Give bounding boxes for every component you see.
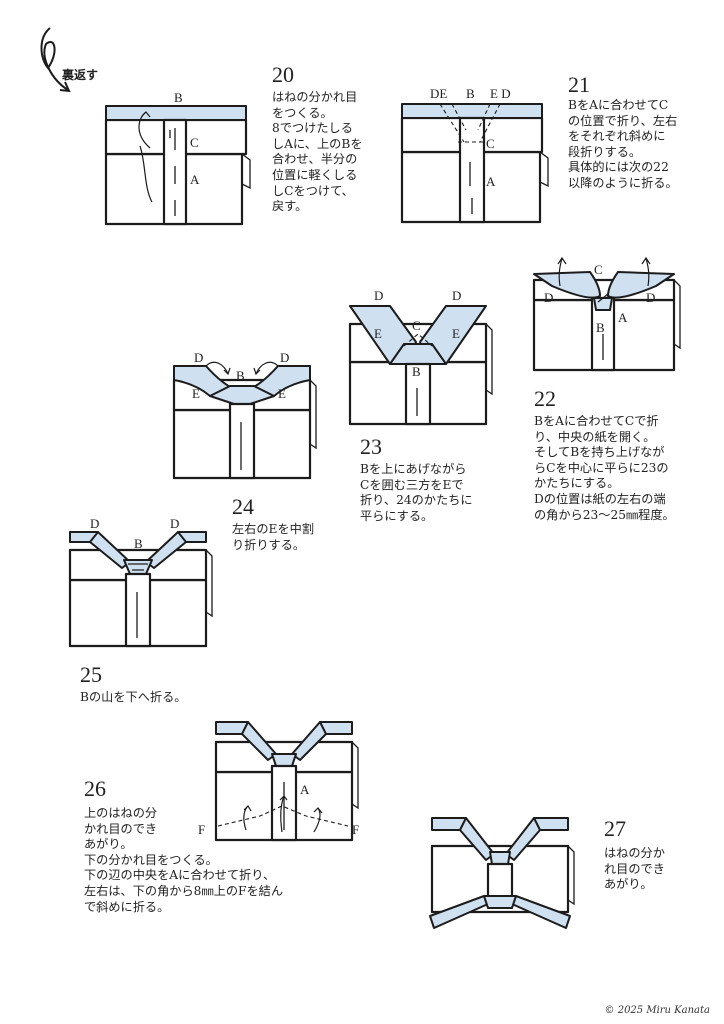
step-24-label-e-right: E: [278, 386, 286, 401]
step-21-figure: DE B E D C A: [400, 86, 549, 224]
step-26-label-f-right: F: [352, 822, 359, 837]
step-26-figure: A F F: [198, 721, 359, 842]
step-23-number: 23: [360, 434, 382, 459]
step-26-number: 26: [84, 776, 106, 801]
step-20-text: はねの分かれ目 をつくる。 8でつけたしる しAに、上のBを 合わせ、半分の 位…: [272, 90, 363, 214]
step-20-figure: B C A: [104, 90, 251, 226]
step-24-text: 左右のEを中割 り折りする。: [232, 522, 315, 552]
step-21-label-de: DE: [430, 86, 447, 101]
step-23-label-b: B: [412, 364, 421, 379]
step-23-label-e-left: E: [374, 326, 382, 341]
step-25-number: 25: [80, 662, 102, 687]
step-26-label-f-left: F: [198, 822, 205, 837]
step-22-label-d-right: D: [646, 290, 655, 305]
step-22-number: 22: [534, 386, 556, 411]
step-24-figure: D D B E E: [172, 350, 317, 480]
step-21-label-a: A: [486, 174, 496, 189]
step-27-text: はねの分か れ目のでき あがり。: [604, 846, 665, 892]
step-25-label-d-left: D: [90, 516, 99, 531]
copyright-notice: © 2025 Miru Kanata: [604, 1005, 710, 1016]
step-22-text: BをAに合わせてCで折 り、中央の紙を開く。 そしてBを持ち上げなが らCを中心…: [534, 414, 675, 522]
step-20-label-c: C: [190, 135, 199, 150]
step-23-label-e-right: E: [452, 326, 460, 341]
step-24-label-e-left: E: [192, 386, 200, 401]
step-23-label-d-right: D: [452, 288, 461, 303]
step-25-text: Bの山を下へ折る。: [80, 690, 187, 704]
step-21-label-b: B: [466, 86, 475, 101]
step-21-label-ed: E D: [490, 86, 511, 101]
flip-over-arrow-icon: [40, 27, 71, 93]
step-24-label-d-left: D: [194, 350, 203, 365]
step-24-label-d-right: D: [280, 350, 289, 365]
step-22-label-d-left: D: [544, 290, 553, 305]
step-26-text: 上のはねの分 かれ目のでき あがり。 下の分かれ目をつくる。 下の辺の中央をAに…: [84, 806, 284, 914]
step-20-number: 20: [272, 62, 294, 87]
step-24-label-b: B: [236, 368, 245, 383]
step-21-label-c: C: [486, 136, 495, 151]
step-21-text: BをAに合わせてC の位置で折り、左右 をそれぞれ斜めに 段折りする。 具体的に…: [568, 98, 678, 190]
step-22-label-c: C: [594, 262, 603, 277]
step-26-label-a: A: [300, 782, 310, 797]
step-27-figure: [429, 817, 575, 929]
step-23-text: Bを上にあげながら Cを囲む三方をEで 折り、24のかたちに 平らにする。: [360, 462, 473, 523]
step-27-number: 27: [604, 816, 626, 841]
step-25-figure: D D B: [68, 516, 213, 648]
step-23-label-d-left: D: [374, 288, 383, 303]
step-24-number: 24: [232, 494, 254, 519]
flip-over-label: 裏返す: [62, 68, 99, 82]
step-20-label-a: A: [190, 172, 200, 187]
step-20-label-b: B: [174, 90, 183, 105]
step-22-label-b: B: [596, 320, 605, 335]
step-23-label-c: C: [412, 318, 421, 333]
step-21-number: 21: [568, 72, 590, 97]
step-25-label-b: B: [134, 536, 143, 551]
step-23-figure: D D E C E B: [348, 288, 493, 426]
step-22-label-a: A: [618, 310, 628, 325]
step-25-label-d-right: D: [170, 516, 179, 531]
step-22-figure: C D D A B: [532, 256, 681, 372]
